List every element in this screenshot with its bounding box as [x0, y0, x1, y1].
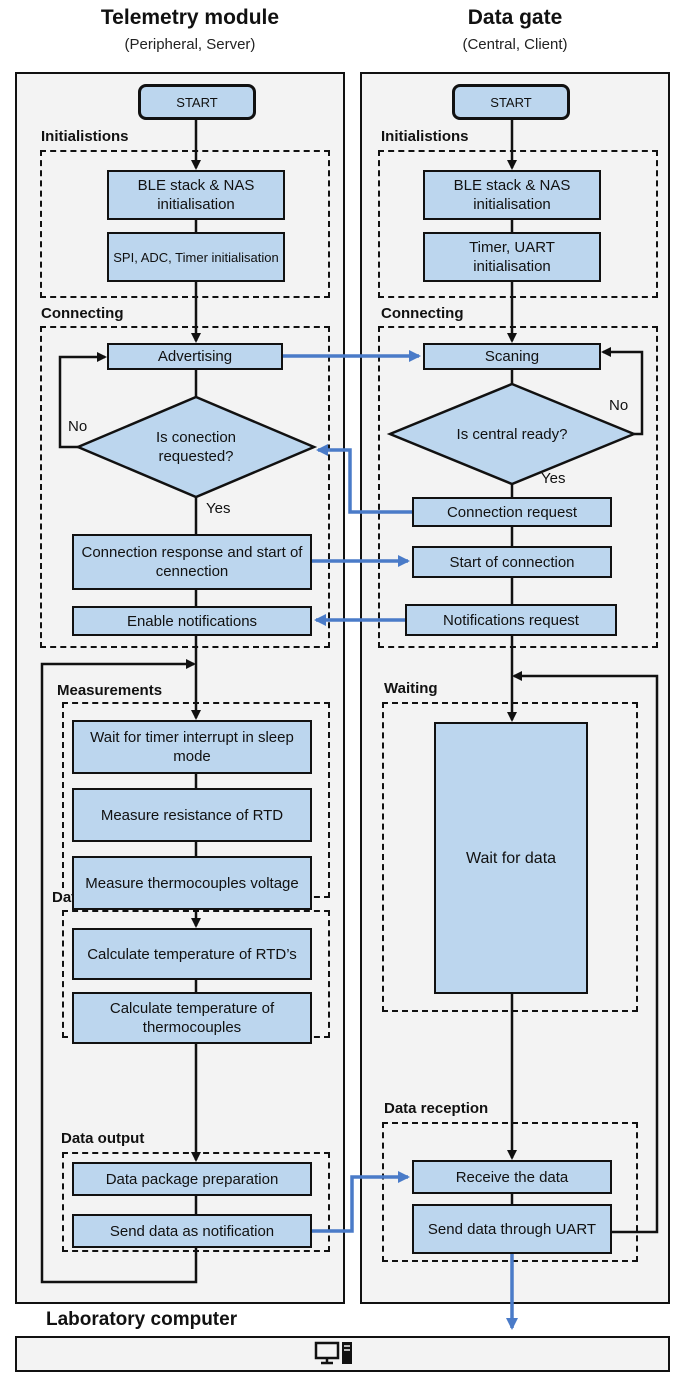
right-start-box: START [452, 84, 570, 120]
left-column-title: Telemetry module [100, 6, 280, 29]
right-column-title: Data gate [467, 6, 563, 29]
connection-response-box: Connection response and start of cennect… [72, 534, 312, 590]
measurements-label: Measurements [55, 682, 165, 700]
left-start-box: START [138, 84, 256, 120]
data-output-label: Data output [59, 1130, 147, 1148]
data-package-preparation-box: Data package preparation [72, 1162, 312, 1196]
left-no-label: No [68, 418, 88, 435]
right-ble-init-box: BLE stack & NAS initialisation [423, 170, 601, 220]
left-ble-init-box: BLE stack & NAS initialisation [107, 170, 285, 220]
right-connecting-label: Connecting [379, 305, 466, 323]
laboratory-computer-label: Laboratory computer [46, 1309, 238, 1330]
scanning-box: Scaning [423, 343, 601, 370]
left-connecting-group [40, 326, 330, 648]
send-uart-box: Send data through UART [412, 1204, 612, 1254]
timer-uart-init-box: Timer, UART initialisation [423, 232, 601, 282]
notifications-request-box: Notifications request [405, 604, 617, 636]
right-connecting-group [378, 326, 658, 648]
wait-for-data-box: Wait for data [434, 722, 588, 994]
spi-adc-timer-init-box: SPI, ADC, Timer initialisation [107, 232, 285, 282]
right-init-label: Initialistions [379, 128, 471, 146]
calc-rtd-temperature-box: Calculate temperature of RTD’s [72, 928, 312, 980]
left-connecting-label: Connecting [39, 305, 126, 323]
send-notification-box: Send data as notification [72, 1214, 312, 1248]
left-init-label: Initialistions [39, 128, 131, 146]
right-column-subtitle: (Central, Client) [462, 36, 568, 53]
waiting-group [382, 702, 638, 1012]
desktop-computer-icon [314, 1341, 352, 1365]
start-of-connection-box: Start of connection [412, 546, 612, 578]
left-decision-text: Is conection requested? [155, 429, 237, 465]
right-decision-text: Is central ready? [456, 425, 568, 443]
data-reception-label: Data reception [382, 1100, 491, 1118]
advertising-box: Advertising [107, 343, 283, 370]
enable-notifications-box: Enable notifications [72, 606, 312, 636]
left-yes-label: Yes [206, 500, 231, 517]
right-no-label: No [609, 397, 629, 414]
data-reception-group [382, 1122, 638, 1262]
wait-timer-interrupt-box: Wait for timer interrupt in sleep mode [72, 720, 312, 774]
connection-request-box: Connection request [412, 497, 612, 527]
waiting-label: Waiting [382, 680, 440, 698]
measure-thermocouples-box: Measure thermocouples voltage [72, 856, 312, 910]
right-yes-label: Yes [541, 470, 566, 487]
receive-data-box: Receive the data [412, 1160, 612, 1194]
calc-thermocouple-temperature-box: Calculate temperature of thermocouples [72, 992, 312, 1044]
measure-rtd-box: Measure resistance of RTD [72, 788, 312, 842]
right-initialisations-group [378, 150, 658, 298]
left-column-subtitle: (Peripheral, Server) [124, 36, 256, 53]
left-initialisations-group [40, 150, 330, 298]
